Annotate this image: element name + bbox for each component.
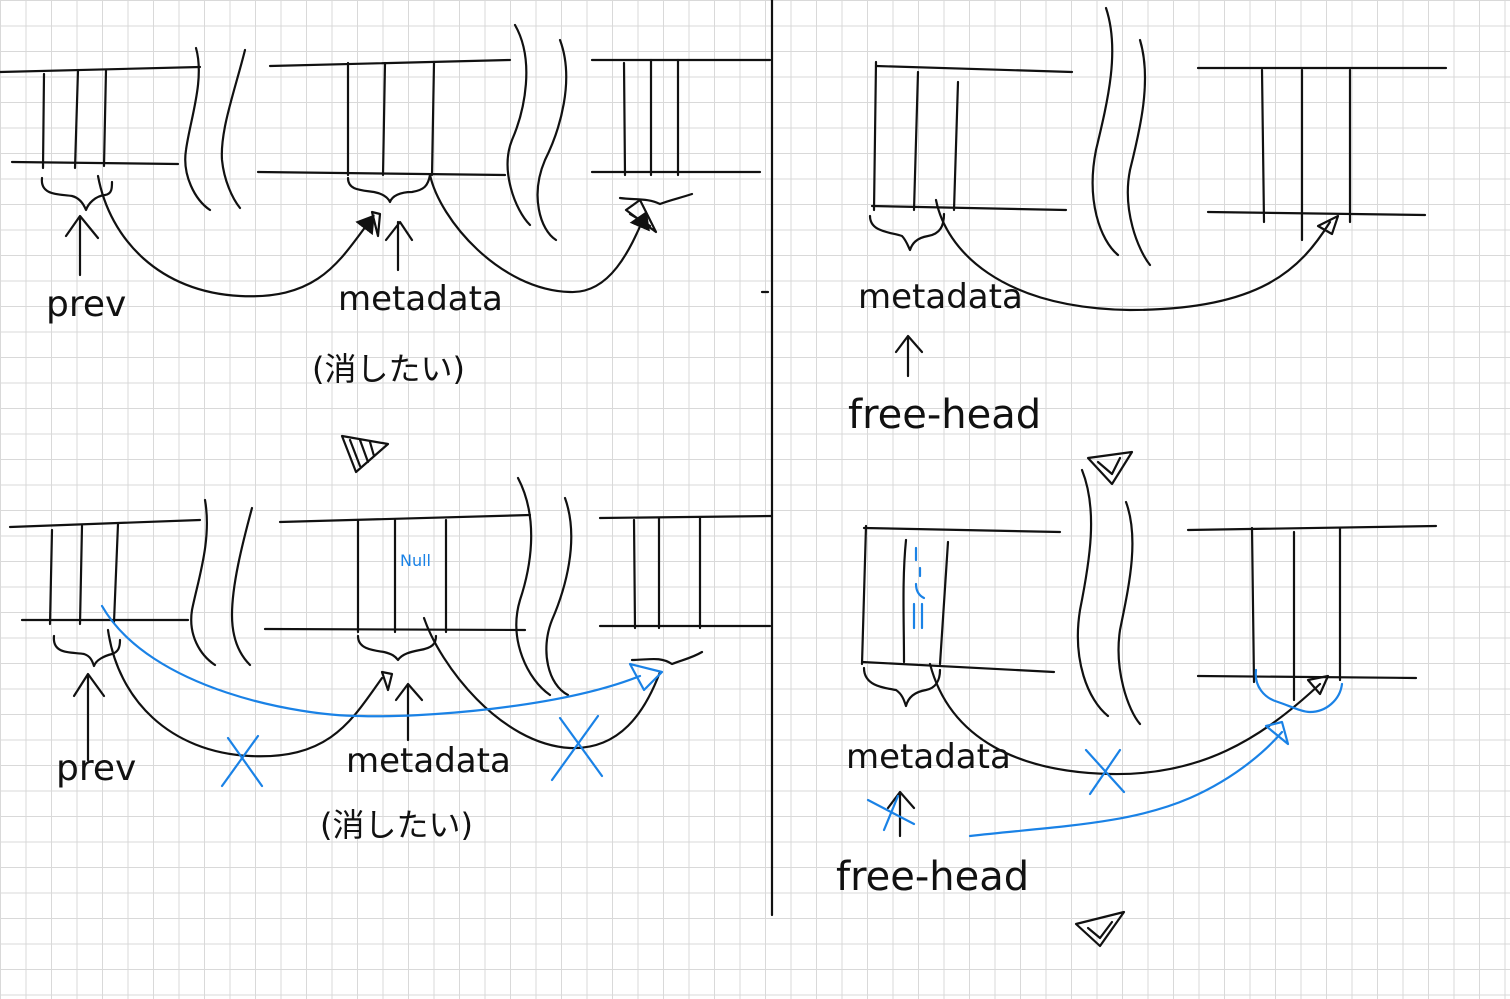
label-prev: prev bbox=[46, 284, 126, 325]
label-free-head-2: free-head bbox=[836, 854, 1029, 900]
panel-top-right: metadata free-head bbox=[848, 6, 1448, 486]
cross-mark bbox=[866, 794, 916, 832]
down-arrow-icon bbox=[340, 434, 390, 474]
label-delete-note: (消したい) bbox=[312, 350, 465, 388]
cross-mark bbox=[1084, 748, 1126, 796]
null-label: Null bbox=[400, 551, 431, 570]
cross-mark bbox=[220, 734, 264, 788]
label-metadata-3: metadata bbox=[858, 277, 1023, 317]
panel-bottom-left: prev metadata (消したい) Null bbox=[8, 476, 774, 844]
label-delete-note-2: (消したい) bbox=[320, 806, 473, 844]
down-arrow-icon bbox=[1086, 450, 1134, 486]
panel-top-left: prev metadata (消したい) bbox=[0, 23, 772, 474]
panel-bottom-right: metadata free-head bbox=[836, 468, 1438, 948]
cross-mark bbox=[550, 714, 604, 782]
label-metadata-4: metadata bbox=[846, 737, 1011, 777]
down-arrow-icon bbox=[1074, 910, 1126, 948]
label-metadata: metadata bbox=[338, 279, 503, 319]
label-metadata-2: metadata bbox=[346, 741, 511, 781]
label-prev-2: prev bbox=[56, 748, 136, 789]
label-free-head: free-head bbox=[848, 392, 1041, 438]
